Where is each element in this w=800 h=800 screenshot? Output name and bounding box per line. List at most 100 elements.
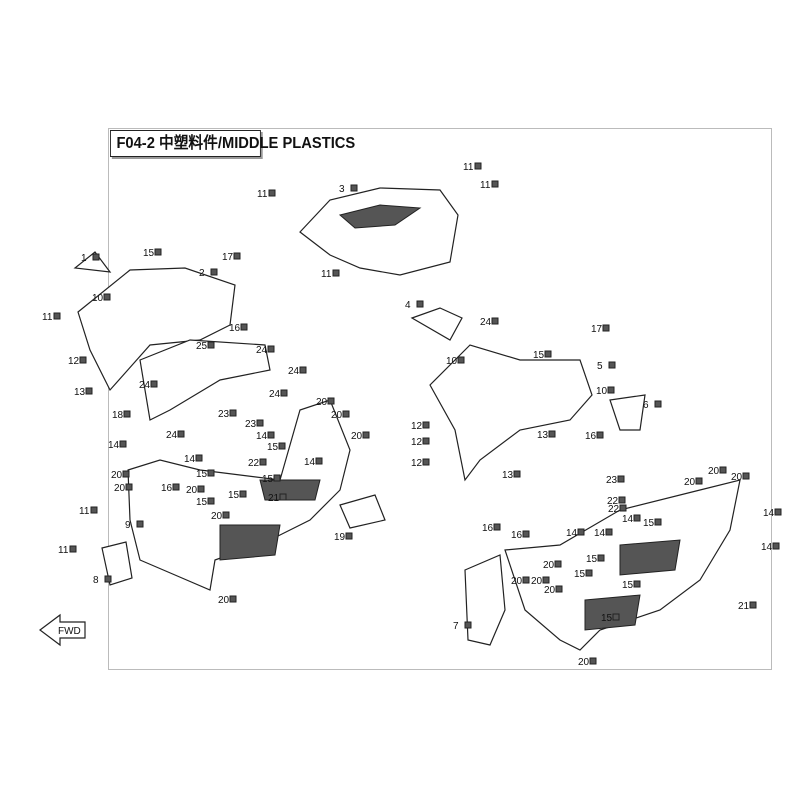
- fwd-arrow: FWD: [39, 613, 86, 647]
- callout-15: 15: [196, 469, 208, 480]
- fastener-icon: [273, 474, 281, 482]
- fastener-icon: [332, 269, 340, 277]
- fastener-icon: [654, 400, 662, 408]
- fastener-icon: [256, 419, 264, 427]
- part-right-fender: [410, 307, 646, 482]
- fastener-icon: [299, 366, 307, 374]
- callout-16: 16: [511, 530, 523, 541]
- callout-20: 20: [731, 472, 743, 483]
- callout-15: 15: [533, 350, 545, 361]
- callout-20: 20: [531, 576, 543, 587]
- fastener-icon: [119, 440, 127, 448]
- callout-20: 20: [331, 410, 343, 421]
- fastener-icon: [522, 530, 530, 538]
- callout-15: 15: [622, 580, 634, 591]
- callout-24: 24: [256, 345, 268, 356]
- callout-20: 20: [543, 560, 555, 571]
- callout-11: 11: [321, 269, 332, 280]
- callout-1: 1: [81, 253, 87, 264]
- fastener-icon: [229, 409, 237, 417]
- callout-12: 12: [411, 458, 423, 469]
- callout-20: 20: [218, 595, 230, 606]
- fastener-icon: [589, 657, 597, 665]
- fastener-icon: [172, 483, 180, 491]
- fastener-icon: [542, 576, 550, 584]
- fastener-icon: [278, 442, 286, 450]
- fastener-icon: [457, 356, 465, 364]
- fastener-icon: [136, 520, 144, 528]
- callout-15: 15: [586, 554, 598, 565]
- fastener-icon: [229, 595, 237, 603]
- fastener-icon: [597, 554, 605, 562]
- callout-22: 22: [607, 496, 619, 507]
- fastener-icon: [342, 410, 350, 418]
- callout-14: 14: [594, 528, 606, 539]
- part-right-footwell: [464, 479, 741, 651]
- fastener-icon: [513, 470, 521, 478]
- fastener-icon: [125, 483, 133, 491]
- callout-21: 21: [268, 493, 280, 504]
- fastener-icon: [79, 356, 87, 364]
- fastener-icon: [695, 477, 703, 485]
- fastener-icon: [362, 431, 370, 439]
- fastener-icon: [618, 496, 626, 504]
- callout-24: 24: [288, 366, 300, 377]
- callout-3: 3: [339, 184, 345, 195]
- callout-7: 7: [453, 621, 459, 632]
- fastener-icon: [548, 430, 556, 438]
- callout-14: 14: [304, 457, 316, 468]
- fastener-icon: [554, 560, 562, 568]
- callout-16: 16: [161, 483, 173, 494]
- fastener-icon: [555, 585, 563, 593]
- fastener-icon: [633, 580, 641, 588]
- callout-19: 19: [334, 532, 346, 543]
- fastener-icon: [544, 350, 552, 358]
- callout-14: 14: [184, 454, 196, 465]
- callout-13: 13: [74, 387, 86, 398]
- fastener-icon: [654, 518, 662, 526]
- fastener-icon: [491, 317, 499, 325]
- callout-18: 18: [112, 410, 124, 421]
- callout-22: 22: [608, 504, 620, 515]
- callout-15: 15: [643, 518, 655, 529]
- callout-11: 11: [257, 189, 268, 200]
- fastener-icon: [605, 528, 613, 536]
- callout-17: 17: [591, 324, 603, 335]
- fastener-icon: [416, 300, 424, 308]
- fastener-icon: [279, 493, 287, 501]
- callout-12: 12: [411, 437, 423, 448]
- callout-5: 5: [597, 361, 603, 372]
- callout-17: 17: [222, 252, 234, 263]
- callout-23: 23: [606, 475, 618, 486]
- callout-12: 12: [68, 356, 80, 367]
- fastener-icon: [150, 380, 158, 388]
- fastener-icon: [585, 569, 593, 577]
- fastener-icon: [772, 542, 780, 550]
- callout-24: 24: [480, 317, 492, 328]
- fastener-icon: [240, 323, 248, 331]
- fastener-icon: [92, 253, 100, 261]
- callout-15: 15: [262, 474, 274, 485]
- fastener-icon: [607, 386, 615, 394]
- callout-20: 20: [316, 397, 328, 408]
- fastener-icon: [222, 511, 230, 519]
- fastener-icon: [742, 472, 750, 480]
- fastener-icon: [474, 162, 482, 170]
- callout-20: 20: [211, 511, 223, 522]
- fastener-icon: [422, 458, 430, 466]
- fastener-icon: [122, 470, 130, 478]
- fastener-icon: [195, 454, 203, 462]
- part-left-footwell: [101, 399, 386, 591]
- callout-15: 15: [601, 613, 613, 624]
- callout-25: 25: [196, 341, 208, 352]
- part-left-fender: [73, 251, 271, 421]
- callout-23: 23: [245, 419, 257, 430]
- fastener-icon: [197, 485, 205, 493]
- callout-14: 14: [761, 542, 773, 553]
- fastener-icon: [350, 184, 358, 192]
- callout-11: 11: [58, 545, 69, 556]
- fastener-icon: [493, 523, 501, 531]
- fastener-icon: [422, 437, 430, 445]
- callout-20: 20: [111, 470, 123, 481]
